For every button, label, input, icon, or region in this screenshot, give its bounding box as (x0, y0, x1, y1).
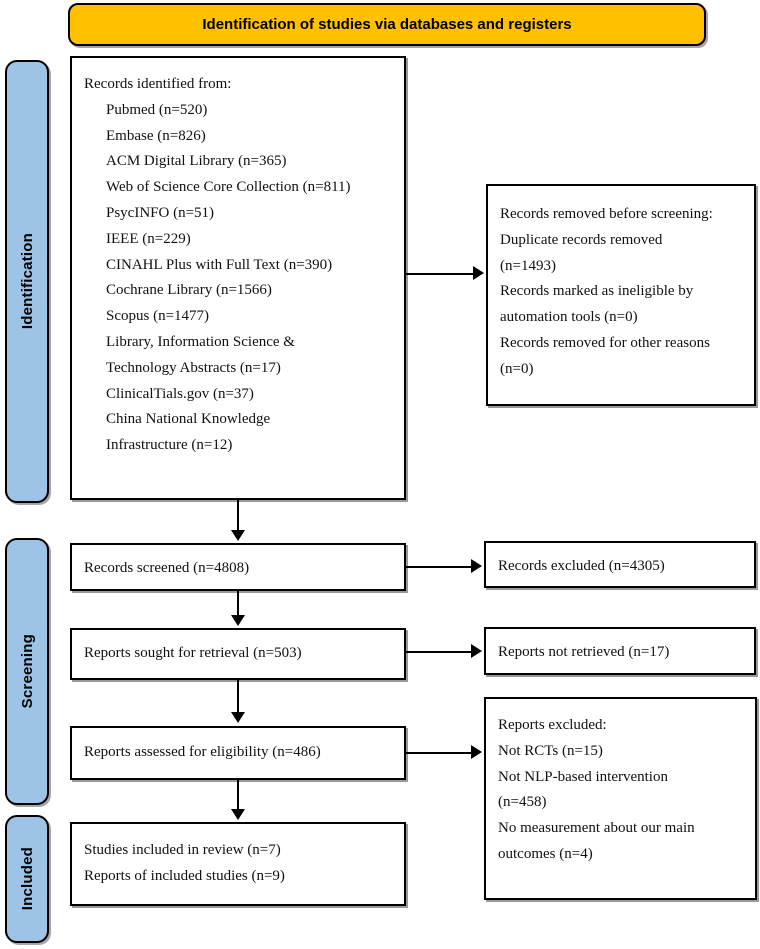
arrowhead-assessed-to-reports-excluded (471, 745, 482, 759)
reports-excluded-not-rcts: Not RCTs (n=15) (498, 742, 603, 759)
arrowhead-screened-to-excluded (471, 559, 482, 573)
stage-tab-included: Included (5, 815, 49, 943)
records-identified-heading: Records identified from: (84, 76, 232, 92)
records-removed-automation-line2: automation tools (n=0) (500, 309, 638, 326)
connector-screened-to-sought (237, 591, 239, 617)
reports-not-retrieved-text: Reports not retrieved (n=17) (498, 644, 670, 660)
source-scopus: Scopus (n=1477) (106, 308, 210, 325)
source-psycinfo: PsycINFO (n=51) (106, 204, 215, 221)
source-cochrane-library: Cochrane Library (n=1566) (106, 282, 272, 299)
records-removed-automation-line1: Records marked as ineligible by (500, 283, 694, 300)
stage-tab-included-label: Included (18, 847, 36, 911)
connector-screened-to-excluded (406, 566, 474, 568)
reports-excluded-no-outcome-line2: outcomes (n=4) (498, 845, 593, 862)
records-excluded-text: Records excluded (n=4305) (498, 558, 665, 574)
connector-sought-to-assessed (237, 680, 239, 714)
source-pubmed: Pubmed (n=520) (106, 101, 208, 118)
connector-identified-to-removed (406, 273, 476, 275)
reports-of-included-studies: Reports of included studies (n=9) (84, 867, 285, 884)
box-studies-included: Studies included in review (n=7) Reports… (70, 822, 406, 906)
source-lista-line2: Technology Abstracts (n=17) (106, 359, 281, 376)
records-removed-other-line2: (n=0) (500, 360, 534, 377)
box-records-excluded: Records excluded (n=4305) (484, 541, 756, 588)
source-cinahl: CINAHL Plus with Full Text (n=390) (106, 256, 333, 273)
reports-sought-text: Reports sought for retrieval (n=503) (84, 645, 302, 661)
arrowhead-identified-to-screened (231, 530, 245, 541)
box-records-screened: Records screened (n=4808) (70, 543, 406, 591)
banner-title: Identification of studies via databases … (202, 16, 572, 33)
box-reports-not-retrieved: Reports not retrieved (n=17) (484, 627, 756, 675)
stage-tab-identification-label: Identification (18, 233, 36, 330)
records-screened-text: Records screened (n=4808) (84, 560, 250, 576)
box-records-identified: Records identified from: Pubmed (n=520) … (70, 56, 406, 500)
banner-identification-stage: Identification of studies via databases … (68, 3, 706, 46)
source-cnki-line2: Infrastructure (n=12) (106, 437, 233, 454)
records-removed-duplicates-label: Duplicate records removed (500, 231, 663, 248)
connector-assessed-to-reports-excluded (406, 752, 474, 754)
arrowhead-sought-to-not-retrieved (471, 644, 482, 658)
source-ieee: IEEE (n=229) (106, 230, 191, 247)
arrowhead-identified-to-removed (473, 266, 484, 280)
stage-tab-screening: Screening (5, 538, 49, 805)
connector-sought-to-not-retrieved (406, 651, 474, 653)
box-reports-excluded: Reports excluded: Not RCTs (n=15) Not NL… (484, 697, 757, 900)
arrowhead-sought-to-assessed (231, 712, 245, 723)
source-cnki-line1: China National Knowledge (106, 411, 271, 428)
source-embase: Embase (n=826) (106, 127, 206, 144)
connector-assessed-to-included (237, 780, 239, 811)
arrowhead-screened-to-sought (231, 615, 245, 626)
source-clinicaltrials-gov: ClinicalTials.gov (n=37) (106, 385, 254, 402)
box-reports-sought-for-retrieval: Reports sought for retrieval (n=503) (70, 628, 406, 680)
stage-tab-identification: Identification (5, 60, 49, 503)
reports-excluded-heading: Reports excluded: (498, 717, 607, 733)
reports-assessed-text: Reports assessed for eligibility (n=486) (84, 744, 321, 760)
records-removed-duplicates-count: (n=1493) (500, 257, 556, 274)
source-web-of-science: Web of Science Core Collection (n=811) (106, 179, 351, 196)
records-removed-heading: Records removed before screening: (500, 206, 713, 222)
records-removed-other-line1: Records removed for other reasons (500, 334, 710, 351)
box-reports-assessed-for-eligibility: Reports assessed for eligibility (n=486) (70, 726, 406, 780)
arrowhead-assessed-to-included (231, 809, 245, 820)
studies-included-in-review: Studies included in review (n=7) (84, 842, 281, 858)
connector-identified-to-screened (237, 500, 239, 532)
reports-excluded-not-nlp-line1: Not NLP-based intervention (498, 768, 668, 785)
reports-excluded-no-outcome-line1: No measurement about our main (498, 820, 695, 837)
stage-tab-screening-label: Screening (18, 634, 36, 709)
source-lista-line1: Library, Information Science & (106, 333, 295, 350)
box-records-removed-before-screening: Records removed before screening: Duplic… (486, 184, 756, 406)
source-acm-digital-library: ACM Digital Library (n=365) (106, 153, 287, 170)
reports-excluded-not-nlp-line2: (n=458) (498, 794, 547, 811)
